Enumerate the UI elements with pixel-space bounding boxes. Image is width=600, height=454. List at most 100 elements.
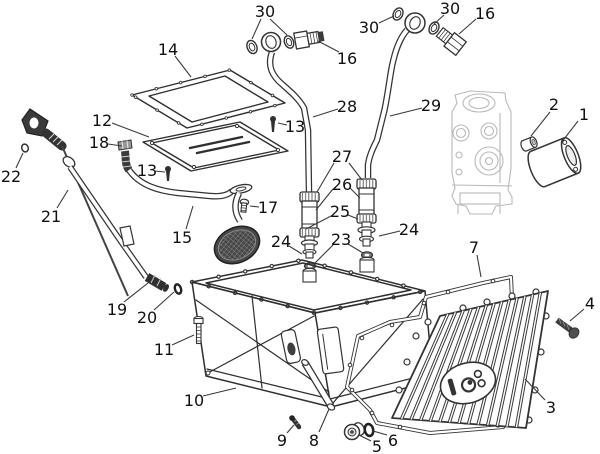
cover-bolt	[555, 317, 580, 339]
callout-17: 17	[258, 198, 278, 217]
callout-11: 11	[154, 340, 174, 359]
leader-line	[349, 187, 361, 199]
leader-line	[249, 205, 260, 208]
callout-27: 27	[332, 147, 352, 166]
leader-line	[313, 244, 334, 265]
banjo-bolt	[435, 26, 468, 57]
drain-plug	[343, 422, 365, 441]
leader-line	[202, 387, 237, 397]
oil-pickup	[117, 139, 261, 265]
callout-16: 16	[475, 4, 495, 23]
callout-28: 28	[337, 97, 357, 116]
leader-line	[317, 40, 340, 53]
callout-29: 29	[421, 96, 441, 115]
tray-screw	[165, 166, 171, 181]
engine-block-outline	[451, 90, 513, 215]
leader-line	[15, 152, 24, 169]
pan-bolt	[193, 316, 204, 345]
upper-gasket	[127, 68, 290, 130]
callout-15: 15	[172, 228, 192, 247]
callout-26: 26	[332, 175, 352, 194]
dipstick-oring	[20, 143, 30, 153]
callout-8: 8	[309, 431, 319, 450]
callout-7: 7	[469, 238, 479, 257]
banjo-bolt	[293, 30, 325, 50]
callout-2: 2	[549, 95, 559, 114]
sealing-washer	[283, 35, 295, 49]
leader-line	[286, 424, 295, 434]
sealing-washer	[246, 39, 258, 55]
leader-line	[476, 254, 482, 278]
dipstick	[20, 108, 129, 297]
callout-6: 6	[388, 431, 398, 450]
drain-washer	[363, 422, 375, 438]
leader-line	[56, 189, 69, 209]
leader-line	[171, 334, 195, 346]
callout-4: 4	[585, 294, 595, 313]
callout-19: 19	[107, 300, 127, 319]
leader-line	[433, 14, 445, 25]
breather-pipe-left	[246, 30, 325, 194]
callout-24: 24	[271, 232, 291, 251]
callout-20: 20	[137, 308, 157, 327]
callout-10: 10	[184, 391, 204, 410]
leader-line	[458, 18, 477, 35]
callout-22: 22	[1, 167, 21, 186]
filter-union	[520, 136, 538, 152]
oil-pan	[191, 257, 434, 408]
tube-oring	[173, 283, 183, 295]
leader-line	[123, 282, 149, 303]
small-screw	[289, 415, 302, 430]
leader-line	[524, 378, 546, 401]
callout-14: 14	[158, 40, 178, 59]
leader-line	[153, 291, 175, 311]
callout-9: 9	[277, 431, 287, 450]
callout-23: 23	[331, 230, 351, 249]
leader-line	[315, 188, 334, 211]
leader-line	[174, 55, 192, 78]
callout-24: 24	[399, 220, 419, 239]
leader-line	[316, 162, 335, 193]
oil-filter	[527, 136, 582, 188]
cover-emblem	[439, 361, 497, 405]
sump-cover	[391, 288, 550, 429]
leader-line	[305, 215, 332, 230]
banjo-eye	[404, 12, 426, 34]
callout-30: 30	[359, 18, 379, 37]
leader-line	[318, 408, 330, 433]
leader-line	[347, 214, 359, 220]
callout-18: 18	[89, 133, 109, 152]
callout-3: 3	[546, 398, 556, 417]
leader-line	[251, 18, 262, 40]
sealing-washer	[392, 7, 404, 21]
leader-line	[347, 243, 364, 254]
leader-line	[530, 111, 551, 137]
leader-line	[372, 430, 388, 436]
leader-line	[569, 308, 585, 322]
leader-line	[312, 108, 339, 118]
hose-joint-right	[356, 178, 377, 273]
leader-line	[154, 170, 166, 173]
callout-30: 30	[255, 2, 275, 21]
callout-30: 30	[440, 0, 460, 18]
leader-line	[348, 162, 363, 181]
callout-16: 16	[337, 49, 357, 68]
leader-line	[185, 205, 194, 230]
leader-line	[560, 120, 579, 144]
callout-21: 21	[41, 207, 61, 226]
leader-line	[378, 15, 395, 24]
banjo-eye	[260, 31, 282, 53]
callout-25: 25	[330, 202, 350, 221]
leader-line	[269, 18, 288, 36]
hose-joint-left	[299, 191, 320, 283]
leader-line	[389, 107, 423, 117]
callout-13: 13	[285, 117, 305, 136]
windage-tray	[142, 121, 289, 172]
callout-1: 1	[579, 105, 589, 124]
tray-screw	[270, 116, 276, 132]
leader-line	[277, 122, 288, 126]
leader-line	[358, 434, 372, 442]
